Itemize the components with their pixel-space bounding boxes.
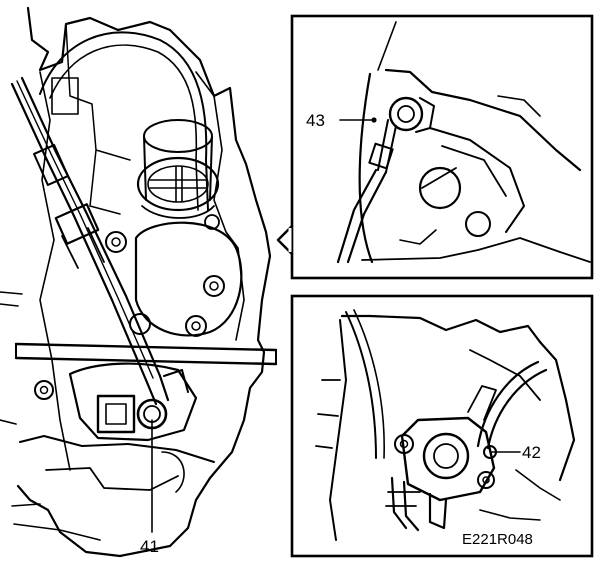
crossmember-bar — [14, 342, 278, 366]
callout-42: 42 — [522, 443, 541, 462]
detail-inset-top: 43 — [276, 14, 594, 280]
inset-top-frame — [290, 14, 594, 280]
detail-inset-bottom: 42 E221R048 — [290, 294, 594, 558]
casing-inner-edge — [39, 71, 71, 471]
selector-cable — [10, 76, 170, 406]
upper-hose-inner — [49, 44, 199, 211]
main-view: 41 — [0, 6, 278, 558]
callout-43: 43 — [306, 111, 325, 130]
drawing-code: E221R048 — [462, 531, 533, 548]
gearbox-casing — [16, 6, 272, 558]
actuator-housing — [105, 214, 243, 337]
inset-bottom-frame — [290, 294, 594, 558]
speed-sensor-housing — [136, 119, 220, 219]
casing-flange — [195, 71, 245, 341]
inset-pointer — [276, 224, 294, 256]
casing-boss — [51, 77, 79, 115]
gearbox-sump — [0, 291, 215, 541]
lower-lever-assembly — [34, 362, 198, 442]
callout-41: 41 — [140, 537, 159, 556]
upper-hose — [39, 31, 209, 211]
casing-rib — [65, 23, 131, 215]
